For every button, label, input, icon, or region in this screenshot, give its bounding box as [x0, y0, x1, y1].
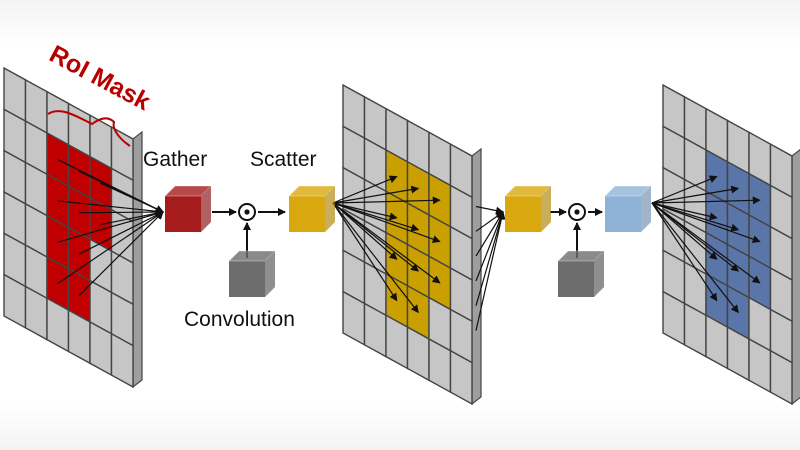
arrow [332, 175, 398, 204]
grid-edge [471, 147, 482, 406]
cube-front [165, 196, 201, 232]
convolution-cube [227, 250, 277, 297]
cube-side-tint [594, 251, 604, 297]
cube-front [558, 261, 594, 297]
gather-cube-2 [503, 185, 553, 232]
grid-edge [791, 148, 800, 406]
intermediate-feature-grid [342, 83, 482, 406]
arrow [78, 211, 164, 255]
arrow [332, 202, 398, 302]
cube-side-tint [201, 186, 211, 232]
cube-side-tint [325, 186, 335, 232]
arrow [651, 202, 761, 284]
arrow [332, 202, 419, 314]
cube-side-tint [541, 186, 551, 232]
arrow [57, 211, 164, 285]
input-feature-grid [3, 66, 143, 389]
grid-cell [110, 332, 134, 389]
arrow [651, 202, 739, 314]
arrow [332, 202, 398, 260]
arrow [332, 202, 441, 243]
convolution-label: Convolution [184, 308, 295, 331]
arrow [100, 182, 164, 213]
arrow [100, 209, 164, 226]
scatter-cube-2 [603, 185, 653, 232]
cube-front [505, 196, 541, 232]
convolution-cube-2 [556, 250, 606, 297]
arrow [332, 202, 441, 284]
arrow [651, 202, 718, 302]
gather-cube [163, 185, 213, 232]
scatter-cube [287, 185, 337, 232]
arrow [651, 202, 740, 232]
cube-side-tint [641, 186, 651, 232]
arrow [651, 202, 761, 243]
grid-cell [449, 349, 473, 406]
cube-front [229, 261, 265, 297]
circled-dot-icon [238, 203, 256, 221]
grid-edge [132, 130, 143, 389]
arrow [651, 185, 740, 204]
cube-front [289, 196, 325, 232]
arrow [475, 211, 506, 331]
scatter-label: Scatter [250, 148, 317, 171]
arrow [78, 211, 164, 296]
arrow [332, 202, 420, 232]
cube-side-tint [265, 251, 275, 297]
arrow [332, 196, 441, 205]
gather-label: Gather [143, 148, 208, 171]
roi-brace [47, 110, 131, 147]
connection-arrows [57, 159, 761, 331]
arrow [651, 202, 718, 221]
output-feature-grid [662, 83, 800, 406]
arrow [332, 185, 420, 204]
arrow [651, 202, 718, 260]
arrow [332, 202, 398, 221]
grid-cell [769, 349, 793, 406]
arrow [57, 210, 164, 243]
arrow [651, 175, 718, 204]
cube-front [605, 196, 641, 232]
arrow [57, 200, 164, 216]
circled-dot-icon [568, 203, 586, 221]
arrow [475, 211, 505, 306]
arrow [475, 211, 505, 282]
arrow [79, 208, 164, 217]
arrow [651, 196, 761, 205]
